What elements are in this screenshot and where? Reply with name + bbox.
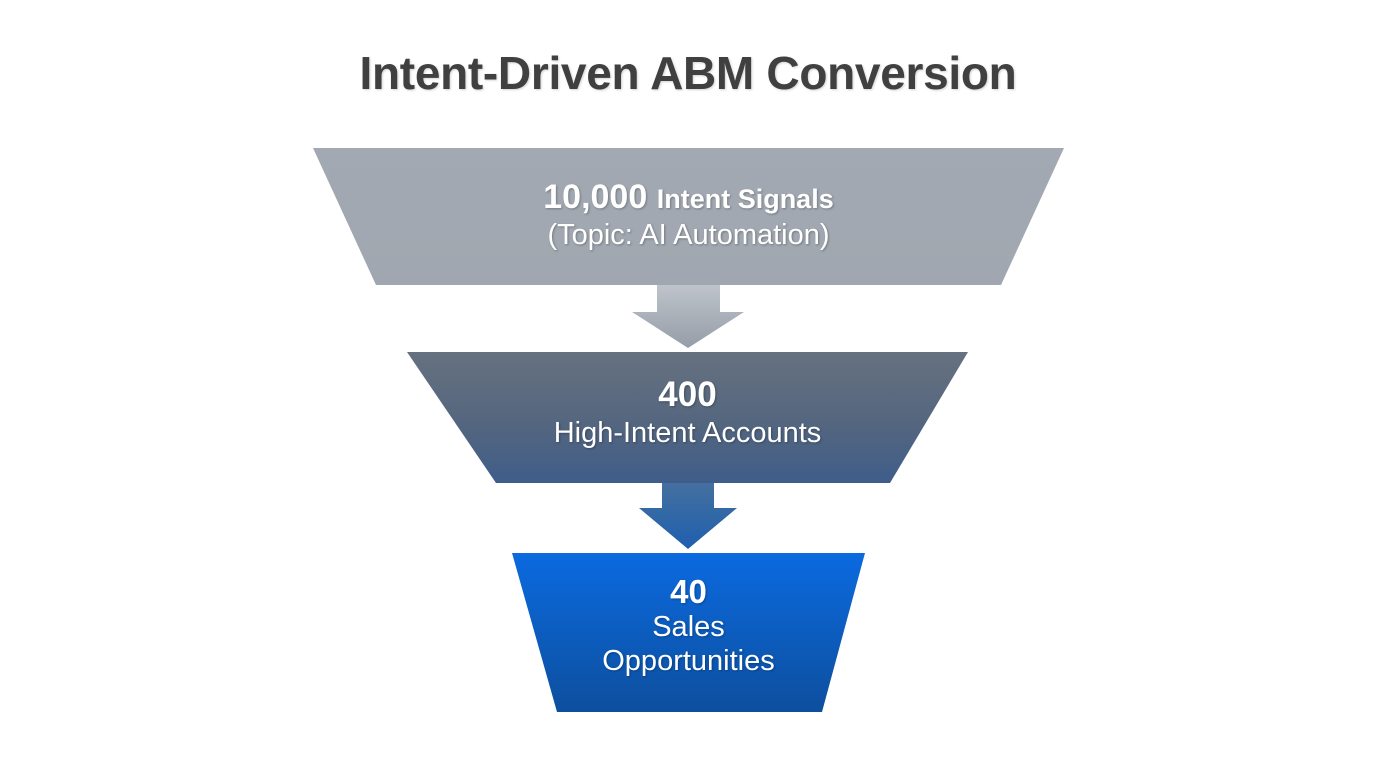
funnel-stage-1-shape: [313, 148, 1064, 285]
funnel-stage-2-shape: [407, 352, 968, 483]
funnel-stage-3-shape: [512, 553, 865, 712]
arrow-stage-1-to-2: [632, 285, 744, 348]
page-title: Intent-Driven ABM Conversion: [359, 47, 1017, 99]
arrow-stage-2-to-3: [639, 483, 737, 549]
